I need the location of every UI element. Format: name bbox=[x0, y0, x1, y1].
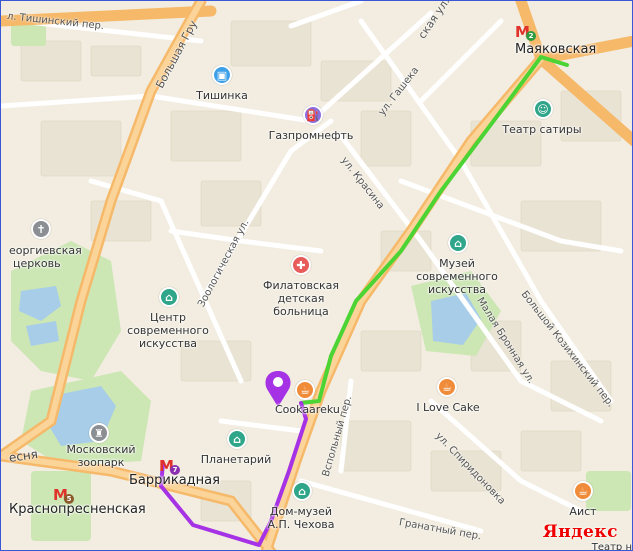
poi-label-i-love-cake: I Love Cake bbox=[416, 401, 480, 414]
museum-icon[interactable]: ⌂ bbox=[292, 481, 312, 501]
yandex-logo[interactable]: Яндекс bbox=[542, 522, 618, 542]
metro-line-badge: 5 bbox=[64, 494, 74, 504]
metro-line-badge: 2 bbox=[526, 31, 536, 41]
museum-icon[interactable]: ⌂ bbox=[159, 287, 179, 307]
poi-label-planetarium: Планетарий bbox=[200, 453, 272, 466]
shopping-bag-icon[interactable]: ▣ bbox=[212, 65, 232, 85]
museum-icon[interactable]: ⌂ bbox=[227, 429, 247, 449]
cafe-icon[interactable]: ☕ bbox=[437, 377, 457, 397]
museum-icon[interactable]: ⌂ bbox=[448, 233, 468, 253]
route-start-pin-icon[interactable] bbox=[265, 371, 291, 407]
metro-line-badge: 7 bbox=[170, 465, 180, 475]
zoo-castle-icon[interactable]: ♜ bbox=[89, 423, 109, 443]
poi-label-cookaareku: Cookaareku bbox=[275, 403, 340, 416]
poi-label-teatr-satiry: Театр сатиры bbox=[502, 123, 582, 136]
cut-label-teatr: Театр н bbox=[591, 542, 632, 551]
cafe-icon[interactable]: ☕ bbox=[295, 380, 315, 400]
fuel-pump-icon[interactable]: ⛽ bbox=[303, 105, 323, 125]
metro-label-barrikadnaya: Баррикадная bbox=[129, 473, 220, 488]
church-cross-icon[interactable]: ✝ bbox=[31, 219, 51, 239]
cafe-icon[interactable]: ☕ bbox=[573, 481, 593, 501]
major-roads-center bbox=[1, 1, 544, 550]
route-transit-line bbox=[159, 401, 308, 547]
poi-label-gazpromneft: Газпромнефть bbox=[268, 129, 354, 142]
hospital-cross-icon[interactable]: ✚ bbox=[291, 255, 311, 275]
route-walk-line bbox=[299, 55, 569, 405]
metro-label-mayakovskaya: Маяковская bbox=[515, 42, 597, 57]
metro-label-krasnopresnenskaya: Краснопресненская bbox=[9, 502, 146, 517]
poi-label-tishinka: Тишинка bbox=[196, 89, 248, 102]
poi-label-aist: Аист bbox=[569, 505, 597, 518]
theater-masks-icon[interactable]: ☺ bbox=[533, 99, 553, 119]
